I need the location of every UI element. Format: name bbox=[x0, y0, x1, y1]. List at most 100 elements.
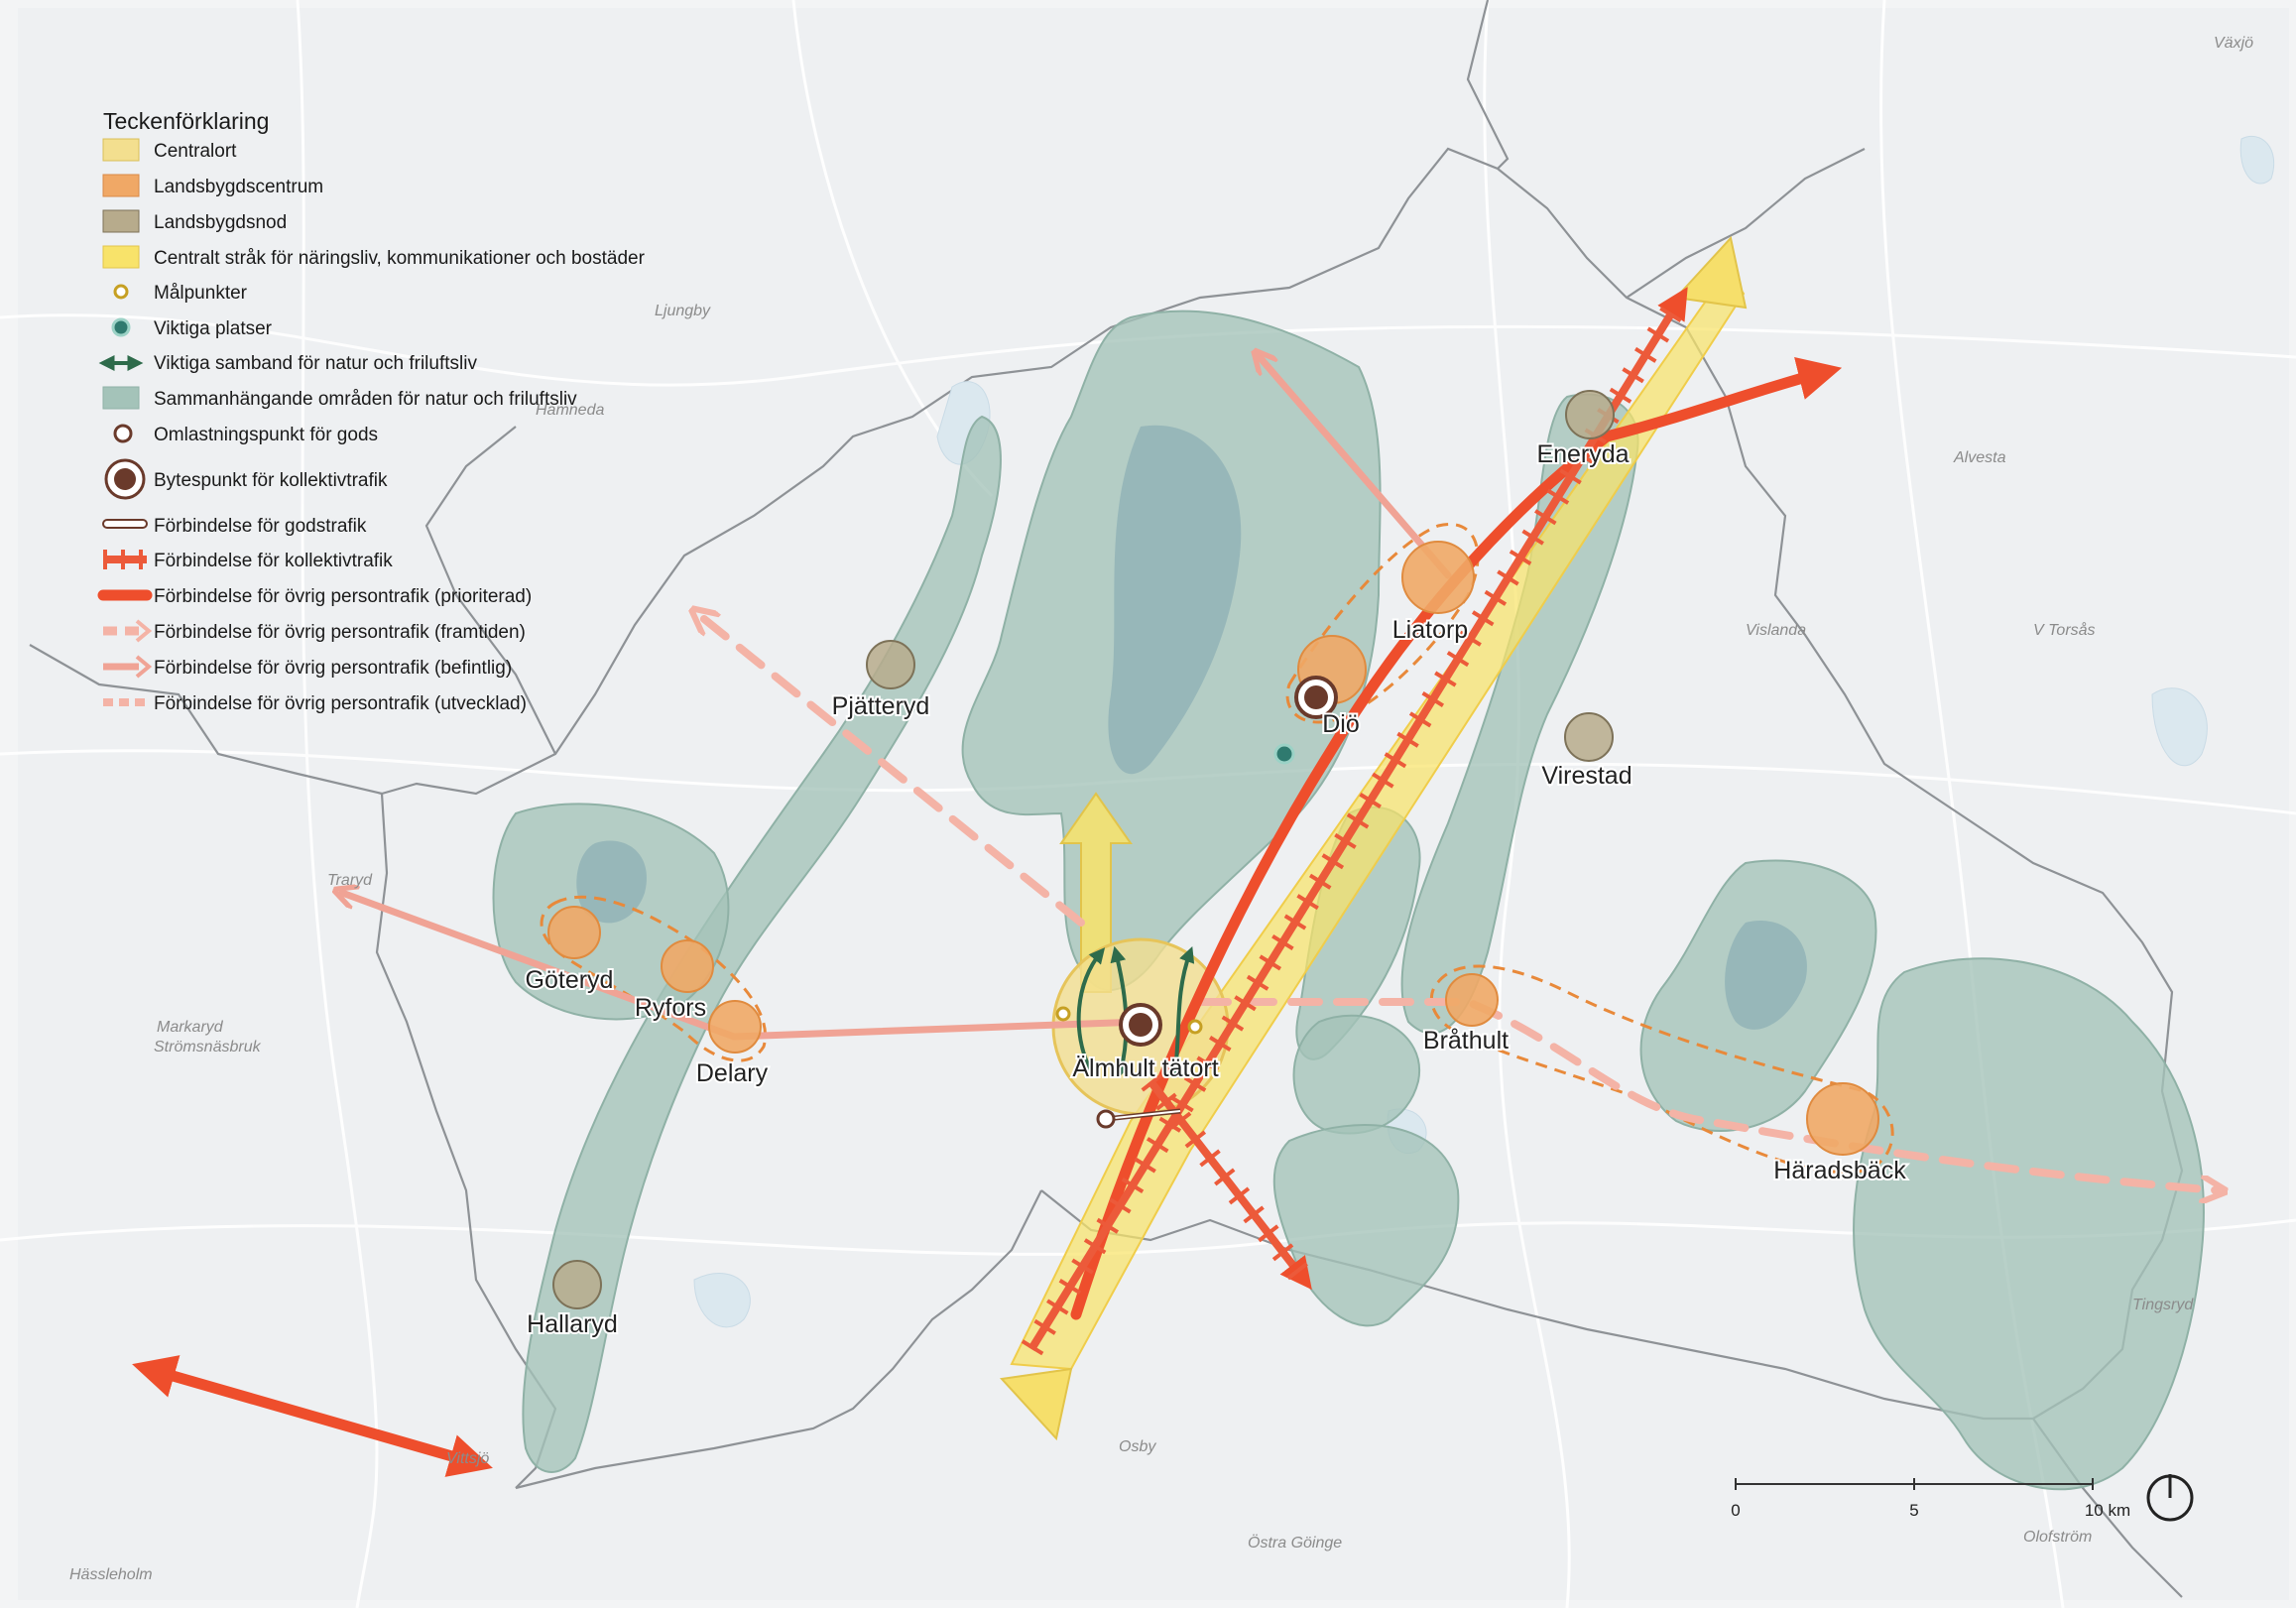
legend-label-0: Centralort bbox=[154, 141, 237, 162]
centrum-haradsback bbox=[1806, 1082, 1879, 1156]
legend-label-13: Förbindelse för övrig persontrafik (fram… bbox=[154, 622, 526, 643]
basemap-label-ostra-goinge: Östra Göinge bbox=[1248, 1534, 1342, 1551]
nature-area-south-2 bbox=[1272, 1124, 1460, 1327]
scale-bar: 0 5 10 km bbox=[1731, 1478, 2130, 1520]
cluster-brathult-haradsback bbox=[1429, 964, 1894, 1175]
nature-area-south-1 bbox=[1292, 1014, 1421, 1135]
legend-label-10: Förbindelse för godstrafik bbox=[154, 516, 367, 537]
legend-label-14: Förbindelse för övrig persontrafik (befi… bbox=[154, 658, 512, 679]
basemap-label-vislanda: Vislanda bbox=[1746, 622, 1806, 639]
legend-label-11: Förbindelse för kollektivtrafik bbox=[154, 551, 393, 571]
basemap-label-olofstrom: Olofström bbox=[2023, 1529, 2092, 1546]
node-hallaryd bbox=[552, 1260, 602, 1309]
place-label-virestad: Virestad bbox=[1541, 762, 1631, 790]
landsbygdscentrum bbox=[547, 541, 1879, 1156]
centralt-strak-north-arrow bbox=[1673, 235, 1748, 310]
place-label-delary: Delary bbox=[696, 1059, 769, 1087]
place-label-almhult: Älmhult tätort bbox=[1072, 1055, 1218, 1082]
scale-tick-0: 0 bbox=[1731, 1501, 1740, 1520]
legend-label-5: Viktiga platser bbox=[154, 318, 273, 339]
legend-label-1: Landsbygdscentrum bbox=[154, 177, 323, 197]
landsbygdsnod-swatch bbox=[102, 209, 140, 233]
nature-area-east-big bbox=[1853, 957, 2205, 1491]
legend-label-7: Sammanhängande områden för natur och fri… bbox=[154, 389, 577, 410]
basemap-label-tingsryd: Tingsryd bbox=[2132, 1297, 2194, 1313]
basemap-label-ljungby: Ljungby bbox=[655, 303, 711, 319]
legend: Teckenförklaring Centralort Landsbygdsce… bbox=[97, 108, 646, 714]
basemap-label-hamneda: Hamneda bbox=[536, 402, 604, 419]
godstrafik-line-inner bbox=[1105, 1110, 1181, 1120]
basemap-label-hassleholm: Hässleholm bbox=[69, 1566, 153, 1583]
legend-label-8: Omlastningspunkt för gods bbox=[154, 425, 378, 445]
place-label-brathult: Bråthult bbox=[1423, 1027, 1509, 1055]
basemap-label-alvesta: Alvesta bbox=[1953, 449, 2006, 466]
malpunkter bbox=[1055, 1006, 1203, 1035]
scale-tick-10: 10 km bbox=[2085, 1501, 2130, 1520]
basemap-label-urshult: V Torsås bbox=[2033, 621, 2096, 639]
node-pjatteryd bbox=[866, 640, 915, 689]
north-arrow-icon bbox=[2146, 1474, 2194, 1522]
basemap-label-stromsnasbruk: Strömsnäsbruk bbox=[154, 1039, 262, 1055]
befintlig-line-west bbox=[342, 893, 738, 1041]
cluster-goteryd-delary bbox=[540, 895, 767, 1062]
place-label-goteryd: Göteryd bbox=[526, 966, 614, 994]
utvecklad-line-northwest bbox=[699, 615, 1085, 927]
legend-title: Teckenförklaring bbox=[103, 108, 269, 134]
prioriterad-lines bbox=[132, 357, 1843, 1477]
legend-label-3: Centralt stråk för näringsliv, kommunika… bbox=[154, 248, 646, 269]
viktig-plats-dio bbox=[1273, 743, 1295, 765]
nature-area-texture bbox=[576, 425, 1807, 1030]
landsbygdsnoder bbox=[552, 390, 1615, 1309]
cluster-dio-liatorp bbox=[1285, 523, 1480, 724]
viktig-plats-icon bbox=[111, 317, 131, 337]
befintlig-line-delary-almhult bbox=[730, 1018, 1145, 1041]
lakes bbox=[693, 135, 2275, 1328]
malpunkt-east bbox=[1187, 1019, 1203, 1035]
place-label-pjatteryd: Pjätteryd bbox=[832, 692, 930, 720]
befintlig-line-liatorp-nw bbox=[1260, 357, 1452, 579]
prioriterad-line-southwest bbox=[132, 1355, 493, 1477]
basemap-label-osby: Osby bbox=[1119, 1438, 1156, 1455]
place-label-dio: Diö bbox=[1322, 710, 1360, 738]
bytespunkter bbox=[1119, 676, 1338, 1047]
kollektivtrafik-lines bbox=[1021, 287, 1692, 1356]
godstrafik-line bbox=[102, 519, 148, 529]
centrum-goteryd bbox=[547, 906, 601, 959]
omlastning-icon bbox=[113, 424, 133, 443]
legend-label-2: Landsbygdsnod bbox=[154, 212, 287, 233]
place-label-haradsback: Häradsbäck bbox=[1773, 1157, 1906, 1184]
utvecklad-lines bbox=[699, 615, 2217, 1190]
centrum-ryfors bbox=[661, 939, 714, 993]
clusters bbox=[540, 523, 1894, 1175]
malpunkt-west bbox=[1055, 1006, 1071, 1022]
node-eneryda bbox=[1565, 390, 1615, 439]
basemap-label-markaryd: Markaryd bbox=[157, 1019, 224, 1036]
basemap-label-vaxjo: Växjö bbox=[2214, 35, 2253, 52]
scale-tick-5: 5 bbox=[1909, 1501, 1918, 1520]
place-label-liatorp: Liatorp bbox=[1392, 616, 1468, 644]
centralt-strak-south-arrow bbox=[999, 1367, 1073, 1441]
centrum-liatorp bbox=[1401, 541, 1475, 614]
centrum-delary bbox=[708, 1000, 762, 1054]
malpunkt-icon bbox=[113, 284, 129, 300]
utvecklad-line-east bbox=[1196, 998, 2217, 1190]
landsbygdscentrum-swatch bbox=[102, 174, 140, 197]
place-label-hallaryd: Hallaryd bbox=[527, 1310, 618, 1338]
centralt-strak-swatch bbox=[102, 245, 140, 269]
omlastningspunkt bbox=[1096, 1109, 1116, 1129]
legend-label-4: Målpunkter bbox=[154, 283, 248, 304]
centralort-swatch bbox=[102, 138, 140, 162]
basemap-label-traryd: Traryd bbox=[327, 872, 373, 889]
legend-label-9: Bytespunkt för kollektivtrafik bbox=[154, 470, 388, 491]
legend-label-12: Förbindelse för övrig persontrafik (prio… bbox=[154, 586, 532, 607]
place-label-ryfors: Ryfors bbox=[635, 994, 706, 1022]
legend-label-6: Viktiga samband för natur och friluftsli… bbox=[154, 353, 477, 374]
centrum-brathult bbox=[1445, 973, 1499, 1027]
nature-area-swatch bbox=[102, 386, 140, 410]
prioriterad-line-north bbox=[1070, 357, 1843, 1320]
node-virestad bbox=[1564, 712, 1614, 762]
befintlig-lines bbox=[342, 357, 1452, 1041]
place-label-eneryda: Eneryda bbox=[1536, 440, 1629, 468]
legend-label-15: Förbindelse för övrig persontrafik (utve… bbox=[154, 693, 527, 714]
